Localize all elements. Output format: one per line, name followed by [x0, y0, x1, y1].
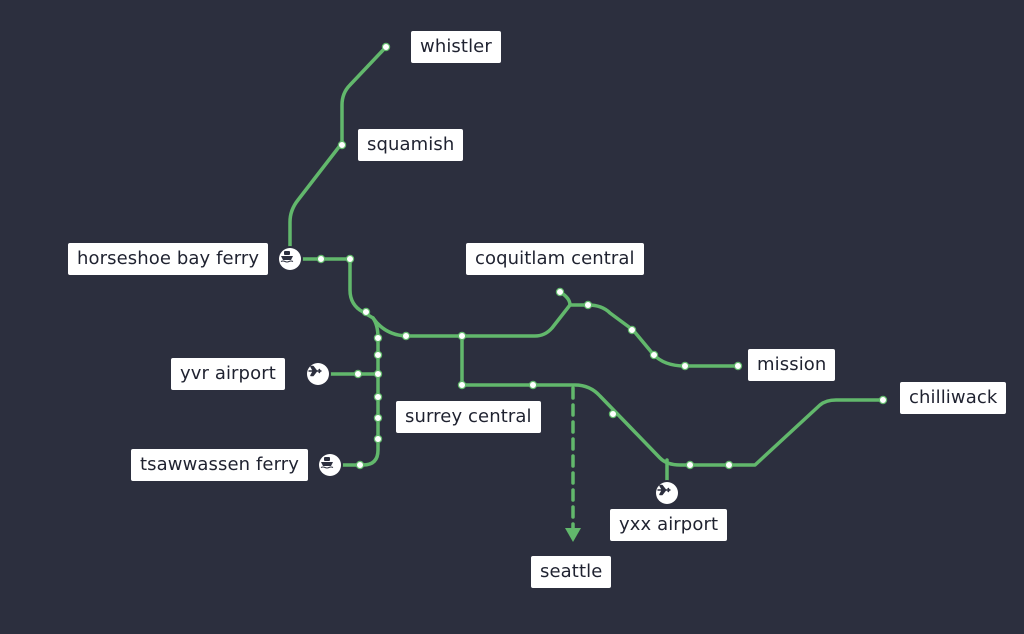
airplane-icon[interactable] — [656, 482, 678, 504]
label-seattle[interactable]: seattle — [531, 556, 612, 588]
ferry-glyph — [320, 457, 334, 469]
label-yxx-airport[interactable]: yxx airport — [610, 509, 728, 541]
stop-dot[interactable] — [373, 333, 383, 343]
label-squamish[interactable]: squamish — [358, 129, 464, 161]
stop-dot[interactable] — [680, 361, 690, 371]
stop-dot[interactable] — [401, 331, 411, 341]
stop-dot[interactable] — [528, 380, 538, 390]
stop-dot[interactable] — [878, 395, 888, 405]
stop-dot[interactable] — [373, 392, 383, 402]
stop-dot[interactable] — [373, 369, 383, 379]
stop-dot[interactable] — [381, 42, 391, 52]
label-horseshoe-bay-ferry[interactable]: horseshoe bay ferry — [68, 243, 269, 275]
stop-dot[interactable] — [457, 331, 467, 341]
airplane-icon[interactable] — [307, 363, 329, 385]
stop-dot[interactable] — [345, 254, 355, 264]
stop-dot[interactable] — [353, 369, 363, 379]
stop-dot[interactable] — [724, 460, 734, 470]
stop-dot[interactable] — [373, 413, 383, 423]
label-whistler[interactable]: whistler — [411, 31, 501, 63]
stop-dot[interactable] — [555, 287, 565, 297]
stop-dot[interactable] — [316, 254, 326, 264]
stop-dot[interactable] — [685, 460, 695, 470]
seattle-arrow-icon — [565, 528, 581, 542]
airplane-glyph — [657, 484, 671, 496]
stop-dot[interactable] — [355, 460, 365, 470]
label-mission[interactable]: mission — [748, 349, 836, 381]
label-surrey-central[interactable]: surrey central — [396, 401, 541, 433]
route-horseshoe-to-junction — [288, 257, 375, 320]
route-south-branch — [341, 316, 380, 467]
label-yvr-airport[interactable]: yvr airport — [171, 358, 285, 390]
stop-dot[interactable] — [583, 300, 593, 310]
stop-dot[interactable] — [649, 350, 659, 360]
route-trunk-to-mission — [371, 303, 740, 368]
label-tsawwassen-ferry[interactable]: tsawwassen ferry — [131, 449, 309, 481]
stop-dot[interactable] — [608, 409, 618, 419]
label-chilliwack[interactable]: chilliwack — [900, 382, 1007, 414]
ferry-glyph — [280, 251, 294, 263]
ferry-icon[interactable] — [279, 248, 301, 270]
stop-markers — [316, 42, 888, 470]
stop-dot[interactable] — [373, 434, 383, 444]
stop-dot[interactable] — [733, 361, 743, 371]
label-coquitlam-central[interactable]: coquitlam central — [466, 243, 644, 275]
stop-dot[interactable] — [373, 350, 383, 360]
ferry-icon[interactable] — [319, 454, 341, 476]
stop-dot[interactable] — [457, 380, 467, 390]
stop-dot[interactable] — [337, 140, 347, 150]
airplane-glyph — [308, 365, 322, 377]
stop-dot[interactable] — [361, 307, 371, 317]
stop-dot[interactable] — [627, 325, 637, 335]
